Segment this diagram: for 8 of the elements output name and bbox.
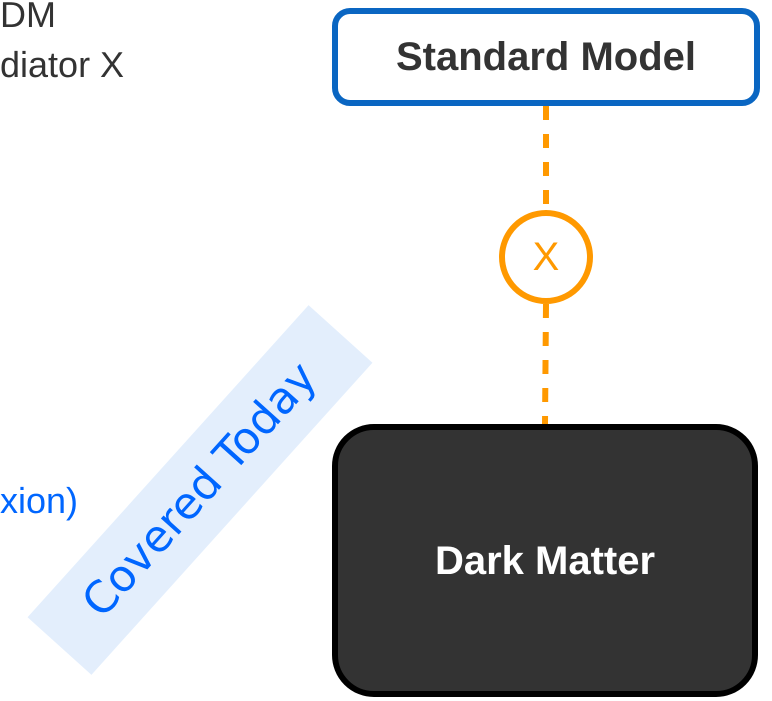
text-label: DM [0,0,56,37]
node-label: X [532,237,560,277]
model-box [332,8,760,106]
node-label: Standard Model [396,37,696,77]
text-label: diator X [0,43,124,87]
dark-matter-box [332,424,758,697]
dashed-connector [542,304,549,424]
node-label: Dark Matter [434,540,656,580]
